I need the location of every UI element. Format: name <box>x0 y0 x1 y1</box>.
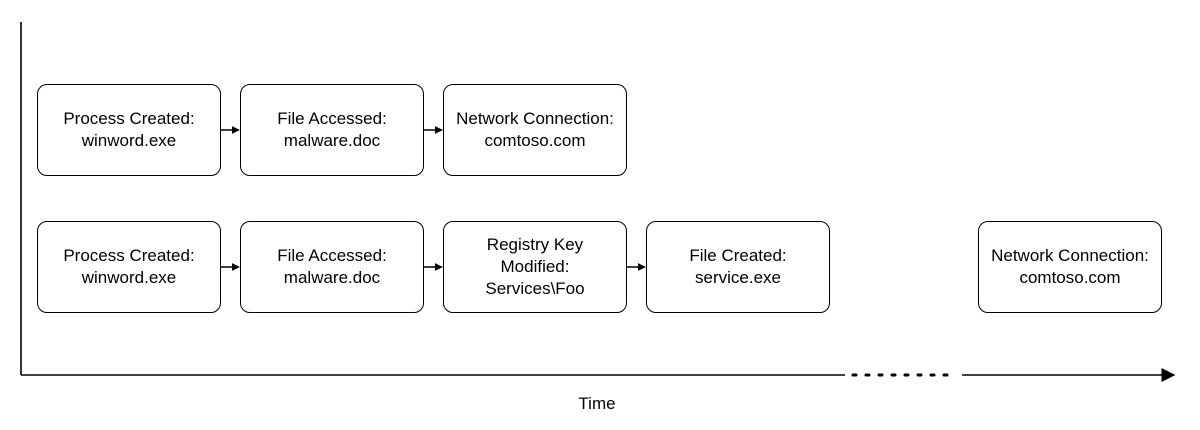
event-node-file-accessed: File Accessed: malware.doc <box>240 84 424 176</box>
event-node-label: Registry Key Modified: Services\Foo <box>485 235 585 298</box>
event-node-label: File Created: service.exe <box>689 246 787 287</box>
event-node-process-created: Process Created: winword.exe <box>37 84 221 176</box>
event-node-registry-key-modified: Registry Key Modified: Services\Foo <box>443 221 627 313</box>
event-node-label: Process Created: winword.exe <box>63 109 195 150</box>
event-node-network-connection: Network Connection: comtoso.com <box>978 221 1162 313</box>
event-node-file-created: File Created: service.exe <box>646 221 830 313</box>
event-node-label: Network Connection: comtoso.com <box>456 109 614 150</box>
event-node-label: File Accessed: malware.doc <box>277 246 387 287</box>
time-axis-label: Time <box>578 394 616 413</box>
event-node-label: File Accessed: malware.doc <box>277 109 387 150</box>
event-node-network-connection: Network Connection: comtoso.com <box>443 84 627 176</box>
event-node-label: Network Connection: comtoso.com <box>991 246 1149 287</box>
event-node-file-accessed: File Accessed: malware.doc <box>240 221 424 313</box>
event-node-label: Process Created: winword.exe <box>63 246 195 287</box>
event-node-process-created: Process Created: winword.exe <box>37 221 221 313</box>
